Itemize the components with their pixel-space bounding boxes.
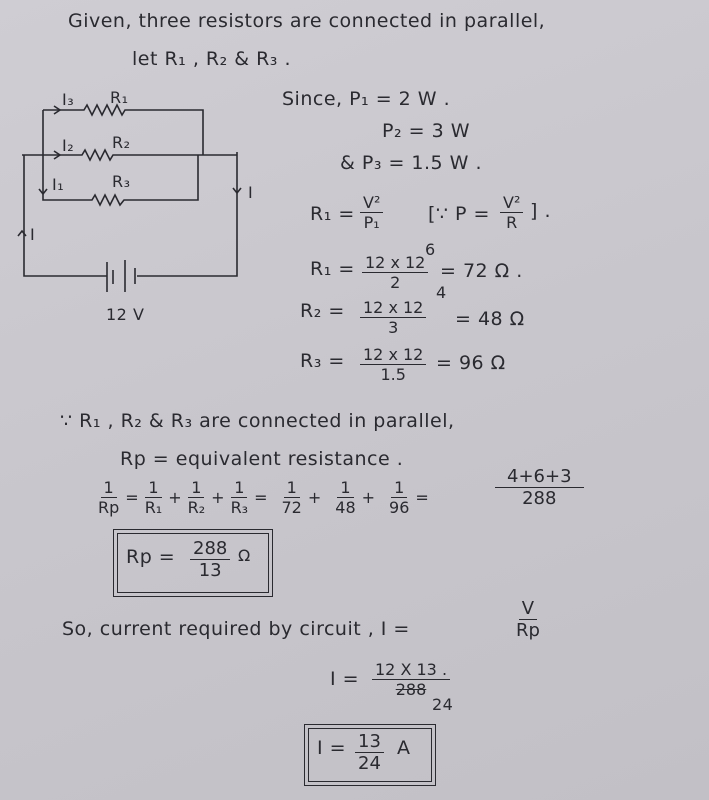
label-r2: R₂ <box>112 133 131 152</box>
label-i3: I₃ <box>62 90 75 109</box>
r1-result: = 72 Ω . <box>440 260 523 282</box>
current-line: So, current required by circuit , I = <box>62 618 410 640</box>
given-p3: & P₃ = 1.5 W . <box>340 152 483 174</box>
label-i2: I₂ <box>62 136 75 155</box>
given-p1: Since, P₁ = 2 W . <box>282 88 451 110</box>
given-p2: P₂ = 3 W <box>382 120 470 142</box>
label-i-right: I <box>248 183 254 202</box>
r3-lhs: R₃ = <box>300 350 345 372</box>
calc-fraction: 12 X 13 .288 <box>372 660 451 699</box>
label-r3: R₃ <box>112 172 131 191</box>
label-i-left: I <box>30 225 36 244</box>
formula-hint-end: ] . <box>530 200 551 222</box>
r2-result: = 48 Ω <box>455 308 525 330</box>
arrow-icon <box>17 105 242 237</box>
intro-line-1: Given, three resistors are connected in … <box>68 10 546 32</box>
outer-loop-wire <box>23 152 238 277</box>
branch-r3-wire <box>42 110 199 207</box>
formula-lhs: R₁ = <box>310 203 355 225</box>
calc-note: 24 <box>432 695 454 714</box>
battery-icon <box>106 260 136 292</box>
r2-note: 4 <box>436 283 447 302</box>
branch-r2-wire <box>22 148 237 162</box>
r1-note: 6 <box>425 240 436 259</box>
r1-lhs: R₁ = <box>310 258 355 280</box>
r2-lhs: R₂ = <box>300 300 345 322</box>
label-r1: R₁ <box>110 88 129 107</box>
parallel-line-1: ∵ R₁ , R₂ & R₃ are connected in parallel… <box>60 410 455 432</box>
label-i1: I₁ <box>52 175 65 194</box>
branch-r1-wire <box>43 103 204 155</box>
calc-lhs: I = <box>330 668 360 690</box>
parallel-line-2: Rp = equivalent resistance . <box>120 448 404 470</box>
formula-hint: [∵ P = <box>428 203 490 225</box>
r3-result: = 96 Ω <box>436 352 506 374</box>
intro-line-2: let R₁ , R₂ & R₃ . <box>132 48 292 70</box>
label-battery-voltage: 12 V <box>106 305 145 324</box>
